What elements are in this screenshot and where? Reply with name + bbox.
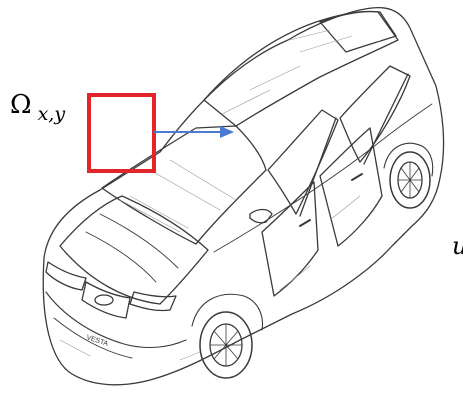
car-b-pillar [300, 118, 336, 216]
car-side-mirror [250, 210, 272, 223]
arrow-right-icon [154, 126, 234, 138]
omega-symbol: Ω [10, 90, 32, 120]
car-front-bumper [46, 292, 186, 347]
omega-subscript: x,y [38, 103, 66, 125]
car-rear-side-window [340, 66, 410, 162]
car-front-side-window [268, 110, 338, 214]
car-body-outline [43, 8, 443, 385]
car-grille [82, 282, 130, 318]
car-c-pillar [364, 74, 408, 164]
car-front-door [262, 182, 318, 296]
car-windshield [102, 126, 266, 244]
edge-glyph: u [452, 234, 463, 258]
car-badge [95, 295, 113, 305]
car-roof [204, 11, 398, 126]
car-rear-door [320, 128, 382, 246]
